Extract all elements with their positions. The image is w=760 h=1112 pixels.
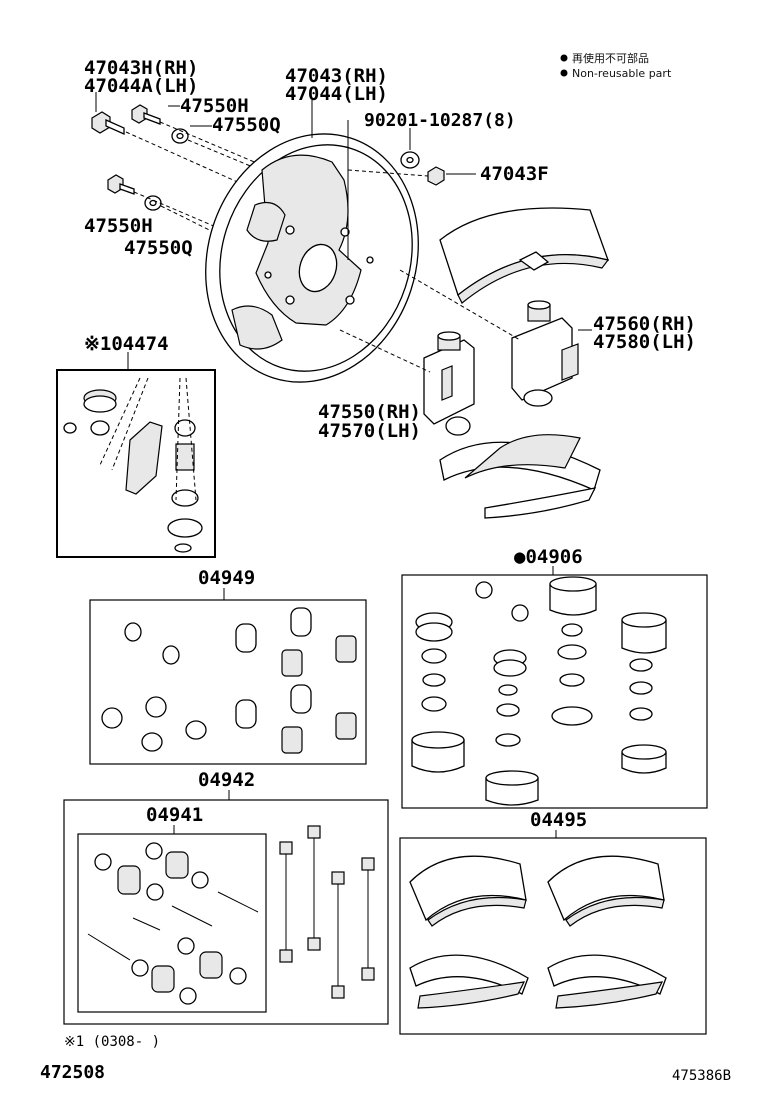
label-47580: 47580(LH) xyxy=(593,331,696,353)
label-47043: 47043(RH) xyxy=(285,65,388,87)
legend: 再使用不可部品 Non-reusable part xyxy=(560,51,672,80)
kit-box-04474 xyxy=(56,369,216,558)
bolt-47550h-bottom[interactable] xyxy=(107,174,135,195)
brake-shoe-lower[interactable] xyxy=(439,434,601,519)
label-47550q-bottom: 47550Q xyxy=(124,237,193,259)
label-04495: 04495 xyxy=(530,809,587,831)
label-04941: 04941 xyxy=(146,804,203,826)
label-47043h: 47043H(RH) xyxy=(84,57,198,79)
kit-04495-shoes[interactable] xyxy=(409,855,667,1009)
wheel-cylinder-47560[interactable] xyxy=(511,300,579,407)
kit-04949-parts[interactable] xyxy=(101,607,357,754)
kit-04941-parts[interactable] xyxy=(87,842,259,1005)
kit-04942-springs[interactable] xyxy=(279,825,375,999)
wheel-cylinder-47550[interactable] xyxy=(423,331,475,436)
illustration-code-right: 475386B xyxy=(672,1068,731,1084)
label-47550h-bottom: 47550H xyxy=(84,215,153,237)
legend-bullet-icon xyxy=(560,69,568,77)
label-47044: 47044(LH) xyxy=(285,83,388,105)
brake-shoe-upper[interactable] xyxy=(439,207,610,304)
label-47044a: 47044A(LH) xyxy=(84,75,198,97)
kit-04474-parts[interactable] xyxy=(63,389,203,553)
label-47550: 47550(RH) xyxy=(318,401,421,423)
bolt-47043h[interactable] xyxy=(91,111,125,136)
label-47550q-top: 47550Q xyxy=(212,114,281,136)
washer-47550q-top[interactable] xyxy=(171,128,189,144)
label-90201: 90201-10287(8) xyxy=(364,110,516,131)
label-47043f: 47043F xyxy=(480,163,549,185)
bolt-47550h-top[interactable] xyxy=(131,104,161,125)
label-47560: 47560(RH) xyxy=(593,313,696,335)
legend-bullet-icon xyxy=(560,54,568,62)
legend-text-en: Non-reusable part xyxy=(572,67,672,80)
illustration-code-left: 472508 xyxy=(40,1062,105,1083)
label-04942: 04942 xyxy=(198,769,255,791)
nut-47043f[interactable] xyxy=(427,166,445,186)
label-04949: 04949 xyxy=(198,567,255,589)
label-04906: ●04906 xyxy=(514,546,583,568)
washer-90201[interactable] xyxy=(400,151,420,169)
kit-box-04906 xyxy=(401,574,708,809)
backing-plate-47043[interactable] xyxy=(174,106,450,410)
kit-box-04941 xyxy=(77,833,267,1013)
label-47570: 47570(LH) xyxy=(318,420,421,442)
kit-04906-parts[interactable] xyxy=(411,576,667,806)
footnote: ※1 (0308- ) xyxy=(64,1034,160,1050)
label-47550h-top: 47550H xyxy=(180,95,249,117)
kit-box-04949 xyxy=(89,599,367,765)
label-04474: ※104474 xyxy=(84,333,169,355)
kit-box-04495 xyxy=(399,837,707,1035)
legend-text-jp: 再使用不可部品 xyxy=(572,51,649,65)
kit-box-04942 xyxy=(63,799,389,1025)
